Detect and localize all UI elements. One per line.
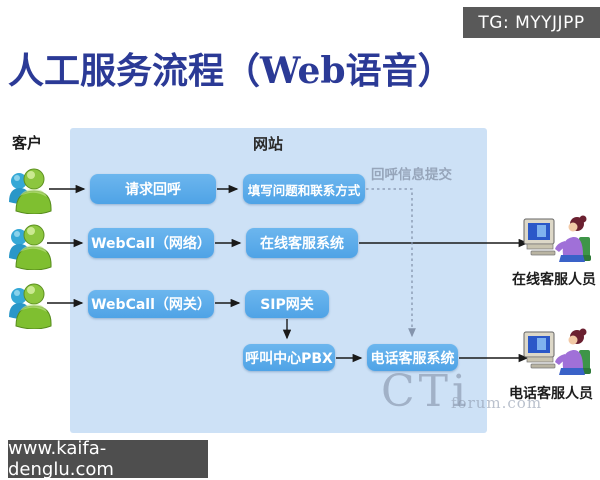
customer-avatar-icon <box>9 283 52 329</box>
page-title: 人工服务流程（Web语音） <box>8 50 454 92</box>
watermark-forum: forum.com <box>451 394 543 412</box>
customer-avatar-icon <box>9 168 52 214</box>
node-sip-gateway: SIP网关 <box>245 290 329 318</box>
website-label: 网站 <box>253 135 284 153</box>
online-agent-label: 在线客服人员 <box>512 272 596 288</box>
node-request-callback: 请求回呼 <box>90 174 216 204</box>
node-call-center-pbx: 呼叫中心PBX <box>243 344 335 371</box>
callback-note-label: 回呼信息提交 <box>371 167 452 183</box>
node-fill-form: 填写问题和联系方式 <box>243 174 365 204</box>
node-webcall-gateway: WebCall（网关） <box>88 290 214 318</box>
node-webcall-network: WebCall（网络） <box>88 228 214 258</box>
phone-agent-label: 电话客服人员 <box>509 386 593 402</box>
customer-label: 客户 <box>12 134 43 152</box>
agent-at-computer-icon <box>523 328 591 375</box>
node-online-service-system: 在线客服系统 <box>246 228 358 258</box>
watermark-cti: CTi <box>381 366 471 417</box>
tg-badge: TG: MYYJJPP <box>463 7 600 38</box>
agent-at-computer-icon <box>523 215 591 262</box>
customer-avatar-icon <box>9 224 52 270</box>
node-phone-service-system: 电话客服系统 <box>367 344 458 371</box>
footer-url: www.kaifa-denglu.com <box>8 438 208 480</box>
